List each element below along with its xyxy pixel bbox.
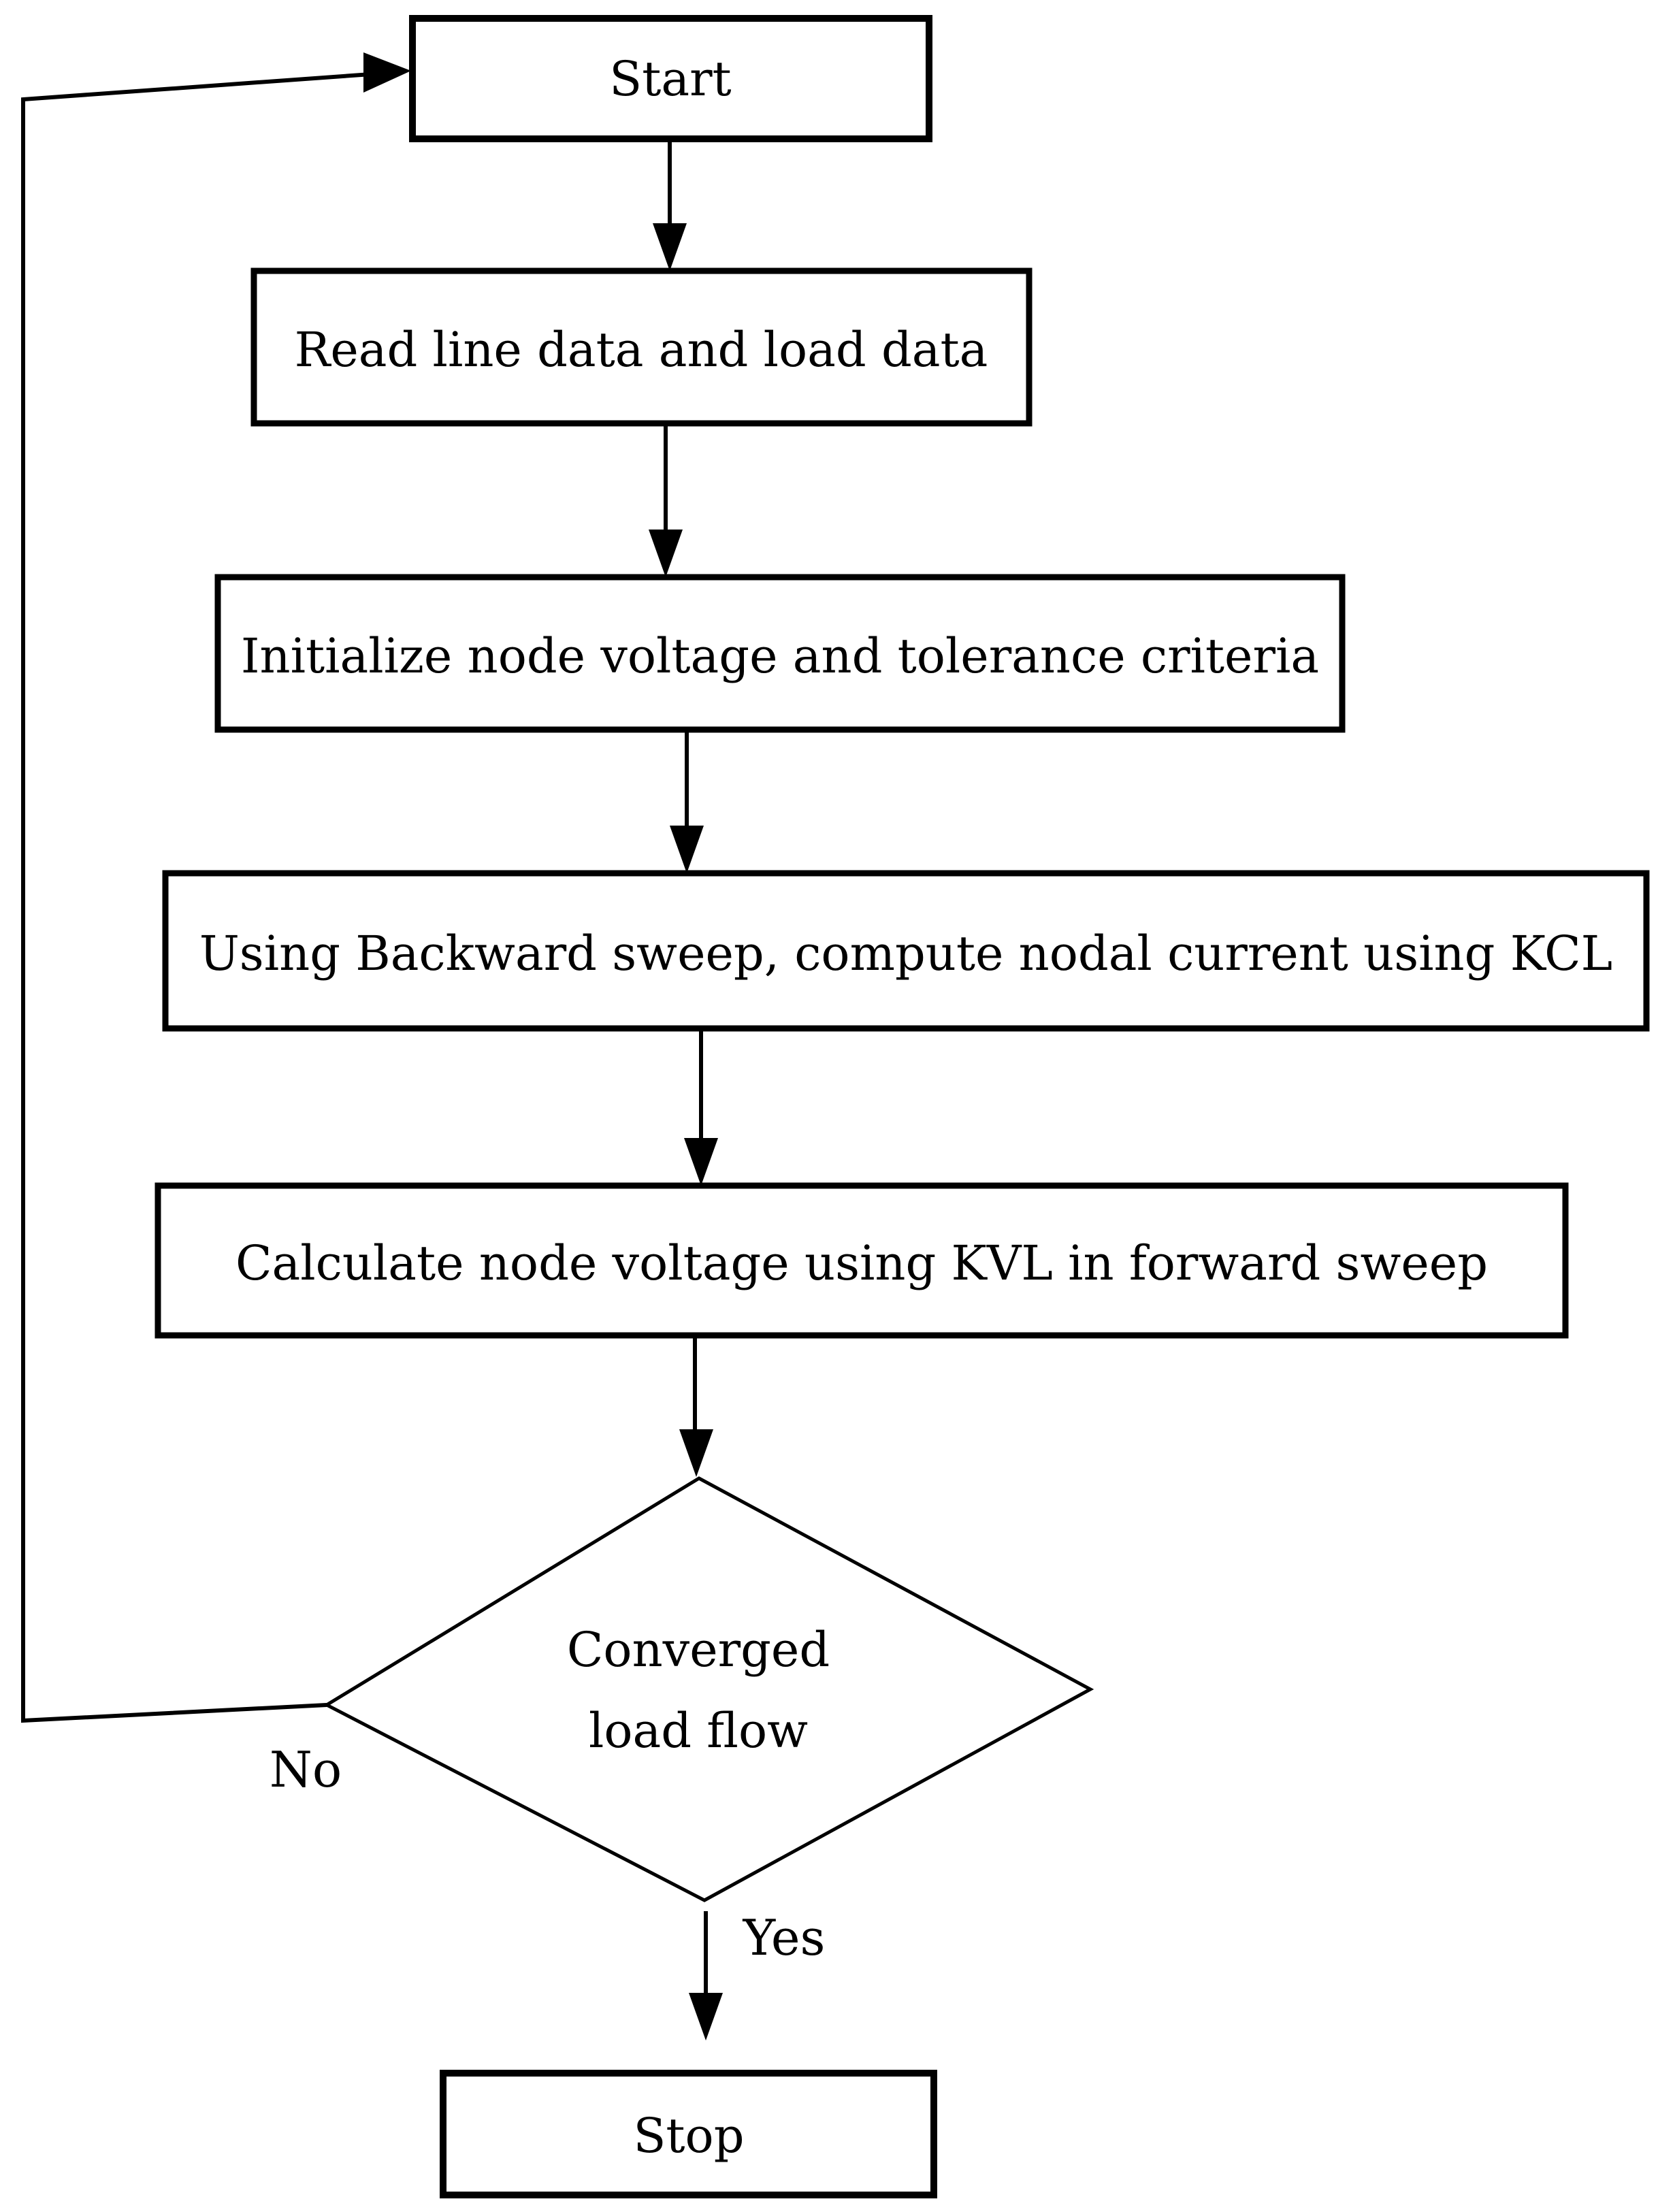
- stop-node-label: Stop: [633, 2108, 744, 2164]
- backward-sweep-node-box: [162, 870, 1650, 1032]
- start-node: Start: [409, 15, 932, 142]
- initialize-node: Initialize node voltage and tolerance cr…: [214, 574, 1346, 733]
- converged-decision-diamond: [323, 1476, 1094, 1902]
- arrowhead-down-icon: [679, 1429, 713, 1477]
- read-data-node-box: [250, 267, 1033, 427]
- stop-node-box: [440, 2070, 937, 2198]
- start-node-box: [409, 15, 932, 142]
- arrowhead-down-icon: [684, 1138, 718, 1186]
- edge-converged-to-stop: [689, 1911, 723, 2040]
- forward-sweep-node: Calculate node voltage using KVL in forw…: [155, 1182, 1569, 1339]
- backward-sweep-node-label: Using Backward sweep, compute nodal curr…: [199, 926, 1612, 981]
- converged-decision-node: Converged load flow: [323, 1476, 1094, 1902]
- stop-node: Stop: [440, 2070, 937, 2198]
- yes-label: Yes: [743, 1909, 826, 1966]
- no-label: No: [270, 1741, 342, 1798]
- arrowhead-right-icon: [363, 52, 411, 93]
- feedback-loop-line: [21, 72, 372, 1723]
- read-data-node-label: Read line data and load data: [295, 322, 988, 378]
- forward-sweep-node-label: Calculate node voltage using KVL in forw…: [235, 1235, 1488, 1291]
- edge-start-to-read: [653, 139, 687, 271]
- arrowhead-down-icon: [649, 530, 683, 577]
- edge-converged-to-start-feedback: [21, 52, 411, 1723]
- read-data-node: Read line data and load data: [250, 267, 1033, 427]
- start-node-label: Start: [609, 51, 731, 107]
- converged-label-line1: Converged: [567, 1622, 830, 1678]
- forward-sweep-node-box: [155, 1182, 1569, 1339]
- edge-initialize-to-backward: [670, 730, 704, 873]
- arrowhead-down-icon: [653, 223, 687, 271]
- initialize-node-box: [214, 574, 1346, 733]
- arrowhead-down-icon: [670, 826, 704, 873]
- backward-sweep-node: Using Backward sweep, compute nodal curr…: [162, 870, 1650, 1032]
- arrowhead-down-icon: [689, 1993, 723, 2040]
- edge-backward-to-forward: [684, 1028, 718, 1186]
- edge-read-to-initialize: [649, 423, 683, 577]
- converged-label-line2: load flow: [589, 1703, 808, 1759]
- initialize-node-label: Initialize node voltage and tolerance cr…: [241, 628, 1319, 684]
- edge-forward-to-converged: [679, 1335, 713, 1477]
